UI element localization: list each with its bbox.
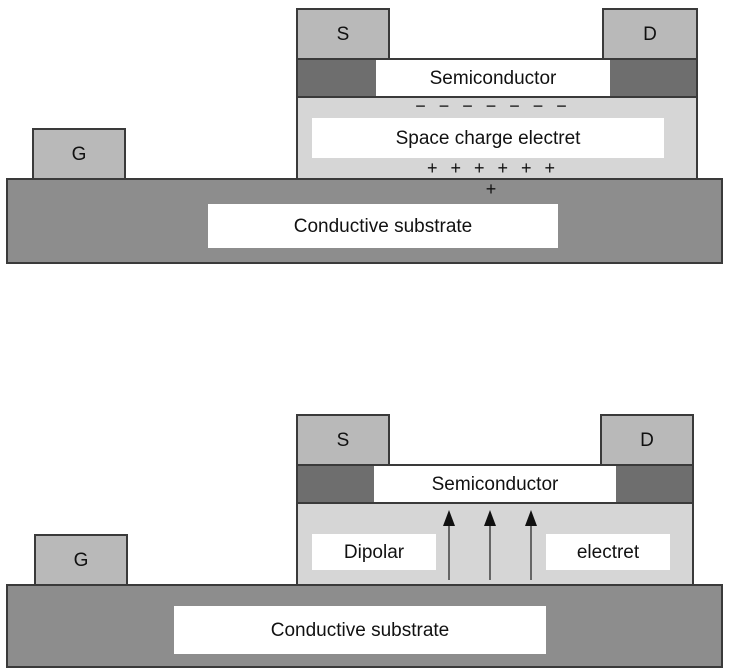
- bottom-source-electrode: [296, 414, 390, 466]
- top-semiconductor-label: Semiconductor: [376, 62, 610, 94]
- bottom-electret-right-label: electret: [546, 534, 670, 570]
- bottom-gate-electrode: [34, 534, 128, 586]
- dipole-arrowhead-2: [484, 510, 496, 526]
- bottom-gate-label: G: [73, 549, 89, 571]
- bottom-source-label: S: [336, 429, 350, 451]
- top-drain-contact-region: [610, 60, 696, 96]
- top-source-contact-region: [298, 60, 376, 96]
- top-source-electrode: [296, 8, 390, 60]
- bottom-source-contact-region: [298, 466, 374, 502]
- top-positive-charges: + + + + + + +: [426, 158, 560, 199]
- top-source-label: S: [336, 23, 350, 45]
- dipole-arrowhead-1: [443, 510, 455, 526]
- top-substrate-label: Conductive substrate: [208, 204, 558, 248]
- bottom-substrate-label: Conductive substrate: [174, 606, 546, 654]
- bottom-electret-left-label: Dipolar: [312, 534, 436, 570]
- top-gate-electrode: [32, 128, 126, 180]
- top-drain-electrode: [602, 8, 698, 60]
- bottom-drain-electrode: [600, 414, 694, 466]
- bottom-drain-contact-region: [616, 466, 692, 502]
- bottom-drain-label: D: [640, 429, 654, 451]
- top-gate-label: G: [71, 143, 87, 165]
- dipole-arrowhead-3: [525, 510, 537, 526]
- bottom-semiconductor-label: Semiconductor: [374, 468, 616, 500]
- top-drain-label: D: [643, 23, 657, 45]
- top-electret-label: Space charge electret: [312, 118, 664, 158]
